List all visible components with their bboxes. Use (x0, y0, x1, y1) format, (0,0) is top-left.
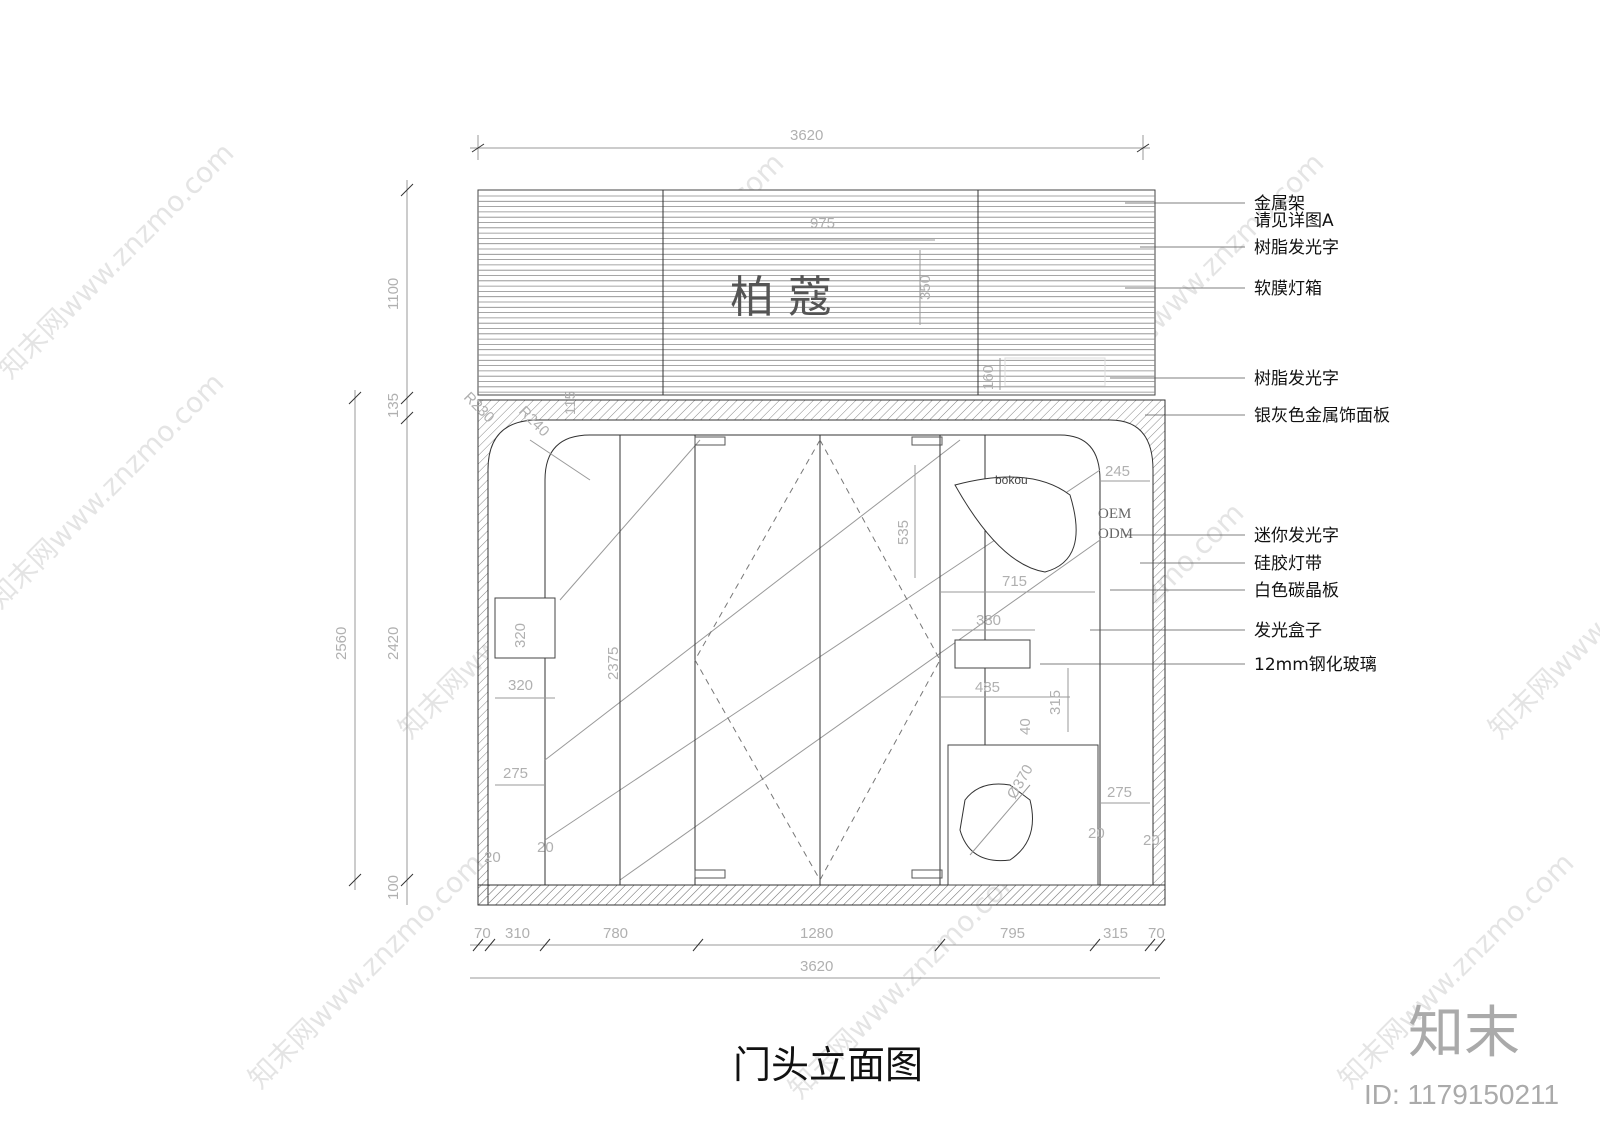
dim-715: 715 (1002, 573, 1027, 590)
watermark-text: 知末网www.znzmo.com (0, 136, 240, 385)
bottom-ticks (472, 938, 1166, 952)
sign-box: 975 柏 蔻 350 160 (477, 189, 1156, 396)
dim-2560: 2560 (333, 627, 350, 660)
callout-label: 金属架 (1254, 194, 1305, 214)
watermark-text: 知末网www.znzmo.com (1482, 496, 1600, 745)
dim-20-a: 20 (484, 849, 501, 866)
dim-275-left: 275 (503, 765, 528, 782)
top-dimension: 3620 (470, 127, 1150, 160)
dim-tick (692, 938, 704, 952)
dim-320-vertical: 320 (512, 623, 529, 648)
dim-320: 320 (508, 677, 533, 694)
dim-sign-height: 350 (917, 275, 934, 300)
callouts: 金属架请见详图A树脂发光字软膜灯箱树脂发光字银灰色金属饰面板迷你发光字硅胶灯带白… (1040, 194, 1390, 675)
dim-bottom-segment: 1280 (800, 925, 833, 942)
dim-tick (1089, 938, 1101, 952)
callout-label: 树脂发光字 (1254, 369, 1339, 389)
oem-text: OEM (1098, 506, 1131, 522)
callout-label: 软膜灯箱 (1254, 279, 1322, 299)
bottom-labels: 70 310 780 1280 795 315 70 (474, 925, 1165, 942)
callout-label: 树脂发光字 (1254, 238, 1339, 258)
site-logo: 知末 (1408, 1001, 1520, 1066)
id-label: ID: 1179150211 (1364, 1079, 1559, 1110)
dim-115: 115 (562, 391, 579, 415)
dim-2420: 2420 (385, 627, 402, 660)
dim-tick (934, 938, 946, 952)
callout-label: 12mm钢化玻璃 (1254, 655, 1377, 675)
dim-20-d: 20 (1143, 832, 1160, 849)
dim-bottom-total: 3620 (800, 958, 833, 975)
dim-tick (1144, 938, 1156, 952)
dim-bottom-segment: 70 (474, 925, 491, 942)
sign-slats (478, 195, 1155, 393)
dim-tick (539, 938, 551, 952)
dim-bottom-segment: 795 (1000, 925, 1025, 942)
dim-bottom-segment: 315 (1103, 925, 1128, 942)
dim-tick (484, 938, 496, 952)
left-dimensions: 1100 135 2560 2420 100 (333, 180, 414, 905)
callout-label: 硅胶灯带 (1254, 554, 1322, 574)
storefront-frame: 320 320 275 20 20 2375 535 bokou 715 OEM… (460, 389, 1166, 906)
dim-20-b: 20 (537, 839, 554, 856)
drawing-title: 门头立面图 (733, 1043, 923, 1087)
callout-label: 银灰色金属饰面板 (1254, 406, 1390, 426)
dim-100: 100 (385, 875, 402, 900)
callout-label: 请见详图A (1254, 211, 1334, 231)
dim-2375: 2375 (605, 647, 622, 680)
dim-1100: 1100 (385, 278, 402, 310)
dim-245: 245 (1105, 463, 1130, 480)
dim-535: 535 (895, 520, 912, 545)
dim-sign-width: 975 (810, 215, 835, 232)
dim-135: 135 (385, 393, 402, 418)
dim-bottom-segment: 310 (505, 925, 530, 942)
sign-text: 柏 蔻 (730, 272, 832, 323)
bottom-dimensions: 70 310 780 1280 795 315 70 3620 (470, 925, 1166, 979)
badge-text: bokou (995, 473, 1028, 487)
dim-tick (472, 938, 484, 952)
dim-letter-height: 160 (980, 365, 997, 390)
dim-485: 485 (975, 679, 1000, 696)
dim-bottom-segment: 70 (1148, 925, 1165, 942)
dim-tick (1154, 938, 1166, 952)
dim-40: 40 (1017, 718, 1034, 735)
dim-380: 380 (976, 612, 1001, 629)
odm-text: ODM (1098, 526, 1133, 542)
callout-label: 白色碳晶板 (1254, 581, 1339, 601)
dim-275-right: 275 (1107, 784, 1132, 801)
dim-top-width: 3620 (790, 127, 823, 144)
dim-315-vertical: 315 (1047, 690, 1064, 715)
watermark-text: 知末网www.znzmo.com (242, 846, 491, 1095)
dim-bottom-segment: 780 (603, 925, 628, 942)
watermark-text: 知末网www.znzmo.com (0, 366, 230, 615)
callout-label: 发光盒子 (1254, 621, 1322, 641)
callout-label: 迷你发光字 (1254, 526, 1339, 546)
dim-20-c: 20 (1088, 825, 1105, 842)
